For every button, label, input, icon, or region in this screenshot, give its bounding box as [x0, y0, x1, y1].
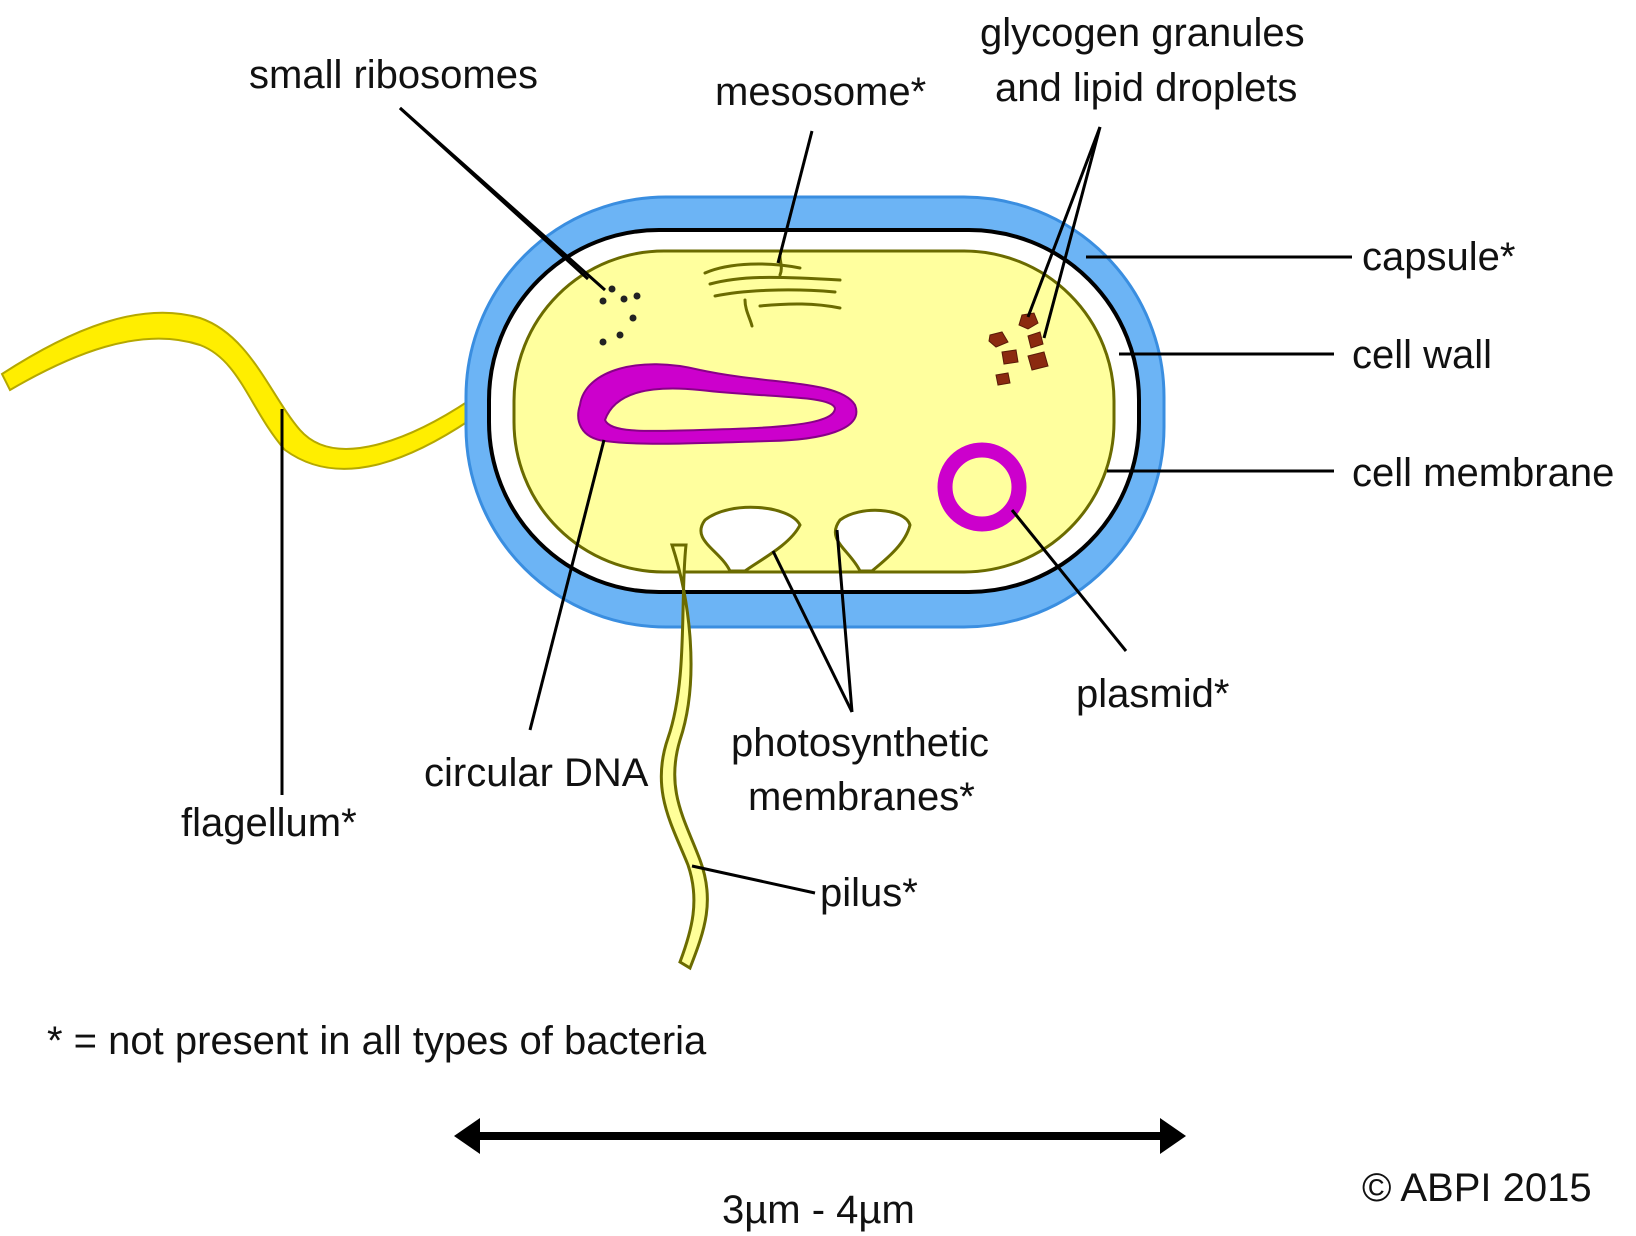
label-capsule: capsule* — [1362, 235, 1516, 279]
leader-lines — [280, 106, 1352, 895]
label-circular-dna: circular DNA — [424, 751, 649, 795]
circular-dna — [577, 363, 858, 445]
scale-bar — [454, 1118, 1186, 1154]
label-mesosome: mesosome* — [715, 70, 927, 114]
photosynthetic-membrane-left — [699, 505, 802, 573]
footnote: * = not present in all types of bacteria — [47, 1019, 707, 1063]
label-pilus: pilus* — [820, 871, 918, 915]
label-glycogen-line1: glycogen granules — [980, 11, 1305, 55]
copyright: © ABPI 2015 — [1362, 1166, 1592, 1210]
scale-label: 3µm - 4µm — [722, 1188, 915, 1232]
flagellum — [0, 311, 471, 470]
label-photosynthetic-line1: photosynthetic — [731, 721, 989, 765]
label-cell-membrane: cell membrane — [1352, 451, 1615, 495]
glycogen-granules — [988, 312, 1049, 386]
label-cell-wall: cell wall — [1352, 333, 1493, 377]
label-flagellum: flagellum* — [181, 801, 357, 845]
photosynthetic-membrane-right — [833, 508, 912, 573]
label-small-ribosomes: small ribosomes — [249, 53, 538, 97]
label-plasmid: plasmid* — [1076, 672, 1230, 716]
label-glycogen-line2: and lipid droplets — [995, 66, 1298, 110]
cell-membrane — [512, 249, 1116, 574]
small-ribosomes — [599, 285, 641, 346]
label-photosynthetic-line2: membranes* — [748, 775, 975, 819]
pilus — [659, 543, 709, 971]
mesosome — [703, 254, 842, 328]
plasmid — [937, 442, 1027, 532]
